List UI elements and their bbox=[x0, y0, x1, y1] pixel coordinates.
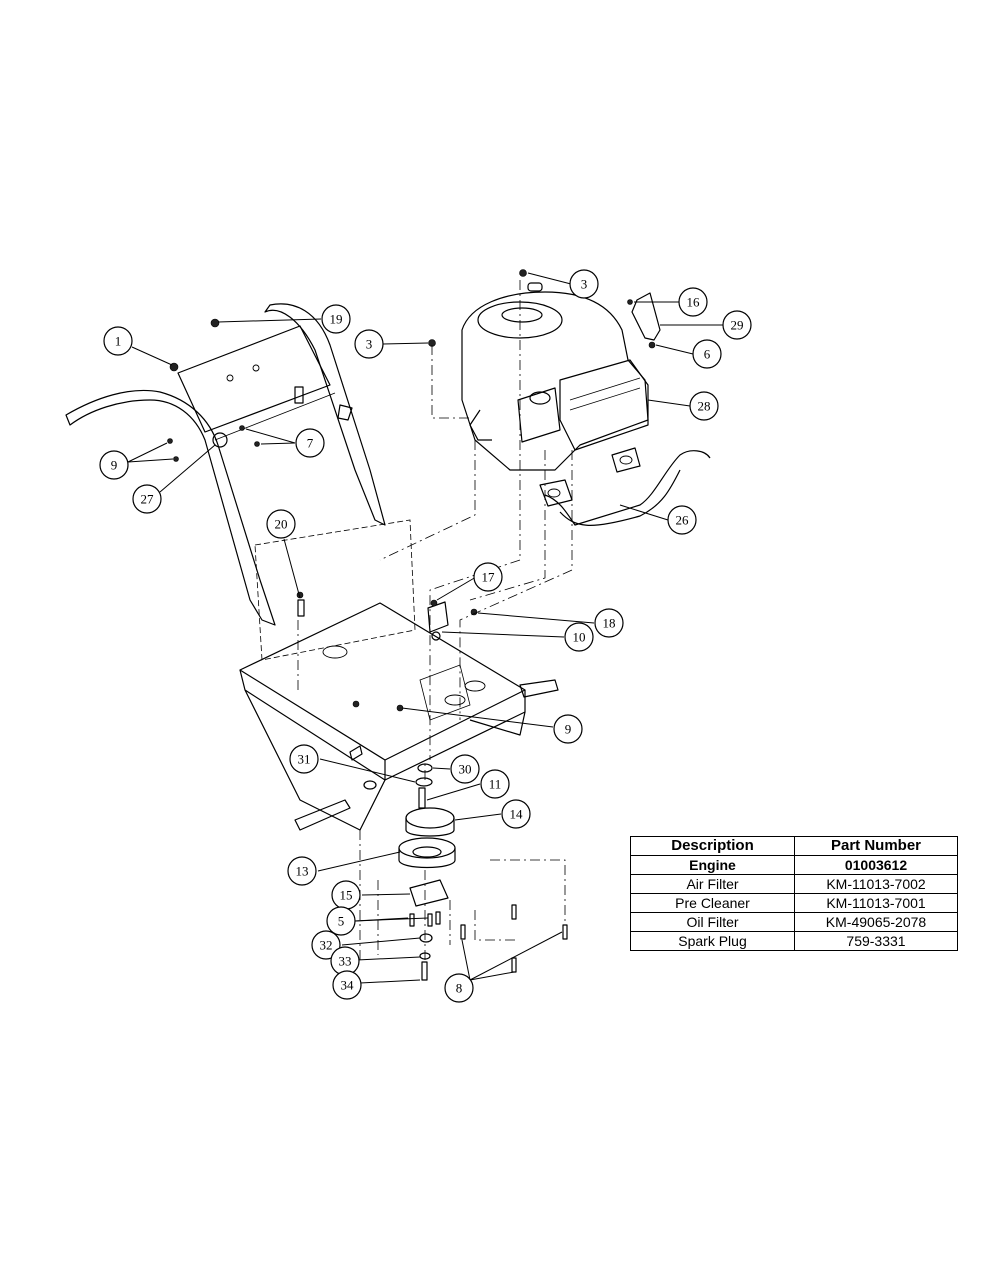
svg-text:19: 19 bbox=[330, 312, 343, 327]
svg-text:26: 26 bbox=[676, 513, 690, 528]
callout-9-left: 9 bbox=[99, 450, 129, 480]
parts-table: Description Part Number Engine 01003612 … bbox=[630, 836, 958, 951]
svg-text:7: 7 bbox=[307, 436, 314, 451]
callout-27: 27 bbox=[132, 484, 162, 514]
callout-33: 33 bbox=[330, 946, 360, 976]
svg-text:14: 14 bbox=[510, 807, 524, 822]
callout-31: 31 bbox=[289, 744, 319, 774]
table-header-row: Description Part Number bbox=[630, 836, 958, 856]
callout-26: 26 bbox=[667, 505, 697, 535]
svg-text:11: 11 bbox=[489, 777, 502, 792]
svg-text:9: 9 bbox=[565, 722, 572, 737]
callout-32: 32 bbox=[311, 930, 341, 960]
svg-text:3: 3 bbox=[581, 277, 588, 292]
callout-6: 6 bbox=[692, 339, 722, 369]
muffler bbox=[539, 447, 711, 526]
svg-text:34: 34 bbox=[341, 978, 355, 993]
callout-3-left: 3 bbox=[354, 329, 384, 359]
callout-18: 18 bbox=[594, 608, 624, 638]
callout-28: 28 bbox=[689, 391, 719, 421]
callout-14: 14 bbox=[501, 799, 531, 829]
svg-text:28: 28 bbox=[698, 399, 711, 414]
callout-29: 29 bbox=[722, 310, 752, 340]
svg-text:29: 29 bbox=[731, 318, 744, 333]
cell-description: Air Filter bbox=[630, 874, 795, 894]
callout-1: 1 bbox=[103, 326, 133, 356]
cell-description: Oil Filter bbox=[630, 912, 795, 932]
svg-text:6: 6 bbox=[704, 347, 711, 362]
callout-16: 16 bbox=[678, 287, 708, 317]
svg-text:32: 32 bbox=[320, 938, 333, 953]
table-row: Air Filter KM-11013-7002 bbox=[630, 874, 958, 894]
svg-text:8: 8 bbox=[456, 981, 463, 996]
svg-text:10: 10 bbox=[573, 630, 586, 645]
svg-text:13: 13 bbox=[296, 864, 309, 879]
callout-13: 13 bbox=[287, 856, 317, 886]
callout-17: 17 bbox=[473, 562, 503, 592]
svg-text:20: 20 bbox=[275, 517, 288, 532]
cell-part-number: KM-11013-7002 bbox=[794, 874, 958, 894]
engine-bracket bbox=[627, 292, 661, 349]
table-row: Spark Plug 759-3331 bbox=[630, 931, 958, 951]
cell-part-number: 759-3331 bbox=[794, 931, 958, 951]
callout-20: 20 bbox=[266, 509, 296, 539]
cell-description: Engine bbox=[630, 855, 795, 875]
svg-text:33: 33 bbox=[339, 954, 352, 969]
callout-9-right: 9 bbox=[553, 714, 583, 744]
svg-text:27: 27 bbox=[141, 492, 155, 507]
deck-frame bbox=[239, 519, 559, 831]
center-hardware bbox=[297, 599, 478, 641]
handle-bar bbox=[65, 303, 386, 626]
svg-text:5: 5 bbox=[338, 914, 345, 929]
svg-text:3: 3 bbox=[366, 337, 373, 352]
engine bbox=[428, 269, 649, 471]
callout-30: 30 bbox=[450, 754, 480, 784]
cell-description: Spark Plug bbox=[630, 931, 795, 951]
pulley-stack bbox=[398, 763, 568, 981]
table-row: Engine 01003612 bbox=[630, 855, 958, 875]
callout-3-top: 3 bbox=[569, 269, 599, 299]
callout-5: 5 bbox=[326, 906, 356, 936]
svg-text:15: 15 bbox=[340, 888, 353, 903]
leader-lines bbox=[127, 272, 723, 984]
column-header-description: Description bbox=[630, 836, 795, 856]
table-row: Oil Filter KM-49065-2078 bbox=[630, 912, 958, 932]
callout-10: 10 bbox=[564, 622, 594, 652]
svg-text:18: 18 bbox=[603, 616, 616, 631]
callout-15: 15 bbox=[331, 880, 361, 910]
svg-text:1: 1 bbox=[115, 334, 122, 349]
svg-text:9: 9 bbox=[111, 458, 118, 473]
callout-19: 19 bbox=[321, 304, 351, 334]
cell-description: Pre Cleaner bbox=[630, 893, 795, 913]
callout-34: 34 bbox=[332, 970, 362, 1000]
column-header-part-number: Part Number bbox=[794, 836, 958, 856]
callout-7: 7 bbox=[295, 428, 325, 458]
cell-part-number: 01003612 bbox=[794, 855, 958, 875]
callout-8: 8 bbox=[444, 973, 474, 1003]
cell-part-number: KM-11013-7001 bbox=[794, 893, 958, 913]
cell-part-number: KM-49065-2078 bbox=[794, 912, 958, 932]
table-row: Pre Cleaner KM-11013-7001 bbox=[630, 893, 958, 913]
svg-text:30: 30 bbox=[459, 762, 472, 777]
callout-11: 11 bbox=[480, 769, 510, 799]
svg-text:16: 16 bbox=[687, 295, 701, 310]
svg-text:17: 17 bbox=[482, 570, 496, 585]
svg-text:31: 31 bbox=[298, 752, 311, 767]
